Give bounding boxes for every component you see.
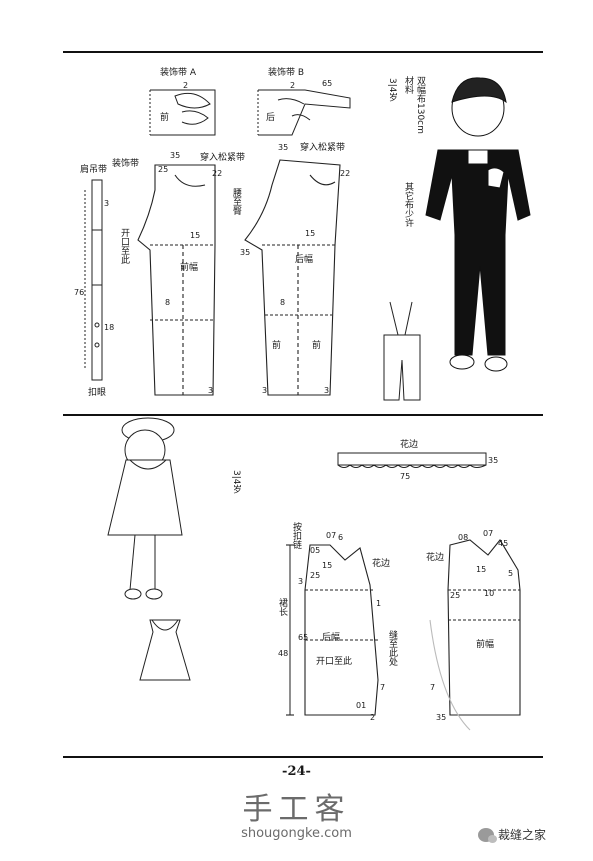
num-7: 7 [380, 683, 385, 692]
overalls-sketch [383, 301, 421, 401]
material-desc: 双幅布130cm [415, 76, 426, 134]
num-45: 45 [498, 539, 508, 548]
num-25b: 25 [450, 591, 460, 600]
open-to-here-top: 开口至此 [119, 228, 130, 264]
strap-label: 肩吊带 [80, 163, 107, 175]
wechat-icon [478, 827, 497, 843]
materials-label: 材料 [403, 75, 414, 95]
num-15b: 15 [476, 565, 486, 574]
num-6: 6 [338, 533, 343, 542]
num-35b: 35 [278, 143, 288, 152]
band-b-label: 装饰带 B [268, 66, 304, 78]
num-07a: 07 [326, 531, 336, 540]
num-15b: 15 [305, 229, 315, 238]
num-2: 2 [370, 713, 375, 722]
wechat-name: 裁缝之家 [498, 828, 547, 842]
watermark-url: shougongke.com [241, 826, 352, 841]
num-8a: 8 [165, 298, 170, 307]
num-35c: 35 [240, 248, 250, 257]
button-chain-label: 按扣链 [291, 521, 302, 550]
num-1: 1 [376, 599, 381, 608]
num-15: 15 [322, 561, 332, 570]
band-a-pattern [149, 89, 216, 136]
num-22a: 22 [212, 169, 222, 178]
waist-hip-label: 腰至臀 [231, 188, 242, 215]
num-10: 10 [484, 589, 494, 598]
shoulder-strap-pattern [84, 179, 103, 381]
num-7b: 7 [430, 683, 435, 692]
lace-75: 75 [400, 472, 410, 481]
num-35: 35 [436, 713, 446, 722]
bottom-labels: 花边 75 35 3|4岁 按扣链 裙长 花边 花边 后幅 前幅 开口至此 缝至… [231, 438, 513, 722]
num-76: 76 [74, 288, 84, 297]
num-15a: 15 [190, 231, 200, 240]
num-18: 18 [104, 323, 114, 332]
skirt-length-label: 裙长 [277, 597, 288, 617]
lace-strip-pattern [337, 452, 487, 468]
dress-front-pattern [429, 539, 521, 731]
stitch-here-label: 缝至此处 [387, 629, 398, 667]
elastic-label-1: 穿入松紧带 [200, 151, 245, 163]
band-b-pattern [257, 89, 351, 136]
back-width-label: 后幅 [295, 253, 313, 265]
back-width-dress: 后幅 [322, 631, 340, 643]
num-65: 65 [298, 633, 308, 642]
num-3c: 3 [324, 386, 329, 395]
front-bottom-label-1: 前 [272, 339, 281, 351]
lace-label-b: 花边 [426, 551, 444, 563]
front-trousers-pattern [137, 164, 216, 396]
buttonhole-label: 扣眼 [88, 386, 106, 398]
bottom-age-label: 3|4岁 [231, 470, 242, 494]
watermark-logo: 手工客 [242, 792, 351, 827]
top-age-label: 3|4岁 [387, 78, 398, 102]
num-65: 65 [322, 79, 332, 88]
back-trousers-pattern [244, 159, 341, 396]
num-3: 3 [298, 577, 303, 586]
num-2a: 2 [183, 81, 188, 90]
num-3a: 3 [208, 386, 213, 395]
front-width-dress: 前幅 [476, 638, 494, 650]
child-tracksuit-illustration [425, 77, 531, 372]
lace-label: 花边 [400, 438, 418, 450]
top-labels: 装饰带 A 装饰带 B 前 后 2 2 65 肩吊带 装饰带 穿入松紧带 穿入松… [74, 66, 426, 398]
band-a-label: 装饰带 A [160, 66, 197, 78]
band-a-front-label: 前 [160, 111, 169, 123]
band-label-2: 装饰带 [112, 157, 139, 169]
page-number: -24- [282, 764, 311, 779]
girl-dress-illustration [107, 417, 183, 600]
open-to-here-dress: 开口至此 [316, 655, 352, 667]
num-35a: 35 [170, 151, 180, 160]
dress-sketch [139, 619, 191, 681]
num-8b: 8 [280, 298, 285, 307]
other-fabric-label: 其它布少许 [403, 182, 414, 228]
num-01: 01 [356, 701, 366, 710]
num-3d: 3 [104, 199, 109, 208]
num-3b: 3 [262, 386, 267, 395]
num-48: 48 [278, 649, 288, 658]
num-5: 5 [508, 569, 513, 578]
lace-label-a: 花边 [372, 557, 390, 569]
num-08: 08 [458, 533, 468, 542]
elastic-label-2: 穿入松紧带 [300, 141, 345, 153]
num-2b: 2 [290, 81, 295, 90]
wechat-account: 裁缝之家 [478, 826, 546, 843]
front-bottom-label-2: 前 [312, 339, 321, 351]
band-b-back-label: 后 [266, 112, 275, 123]
num-22b: 22 [340, 169, 350, 178]
dress-back-pattern [286, 544, 379, 716]
num-05: 05 [310, 546, 320, 555]
front-width-label: 前幅 [180, 261, 198, 273]
num-25: 25 [310, 571, 320, 580]
lace-35: 35 [488, 456, 498, 465]
num-25: 25 [158, 165, 168, 174]
num-07b: 07 [483, 529, 493, 538]
